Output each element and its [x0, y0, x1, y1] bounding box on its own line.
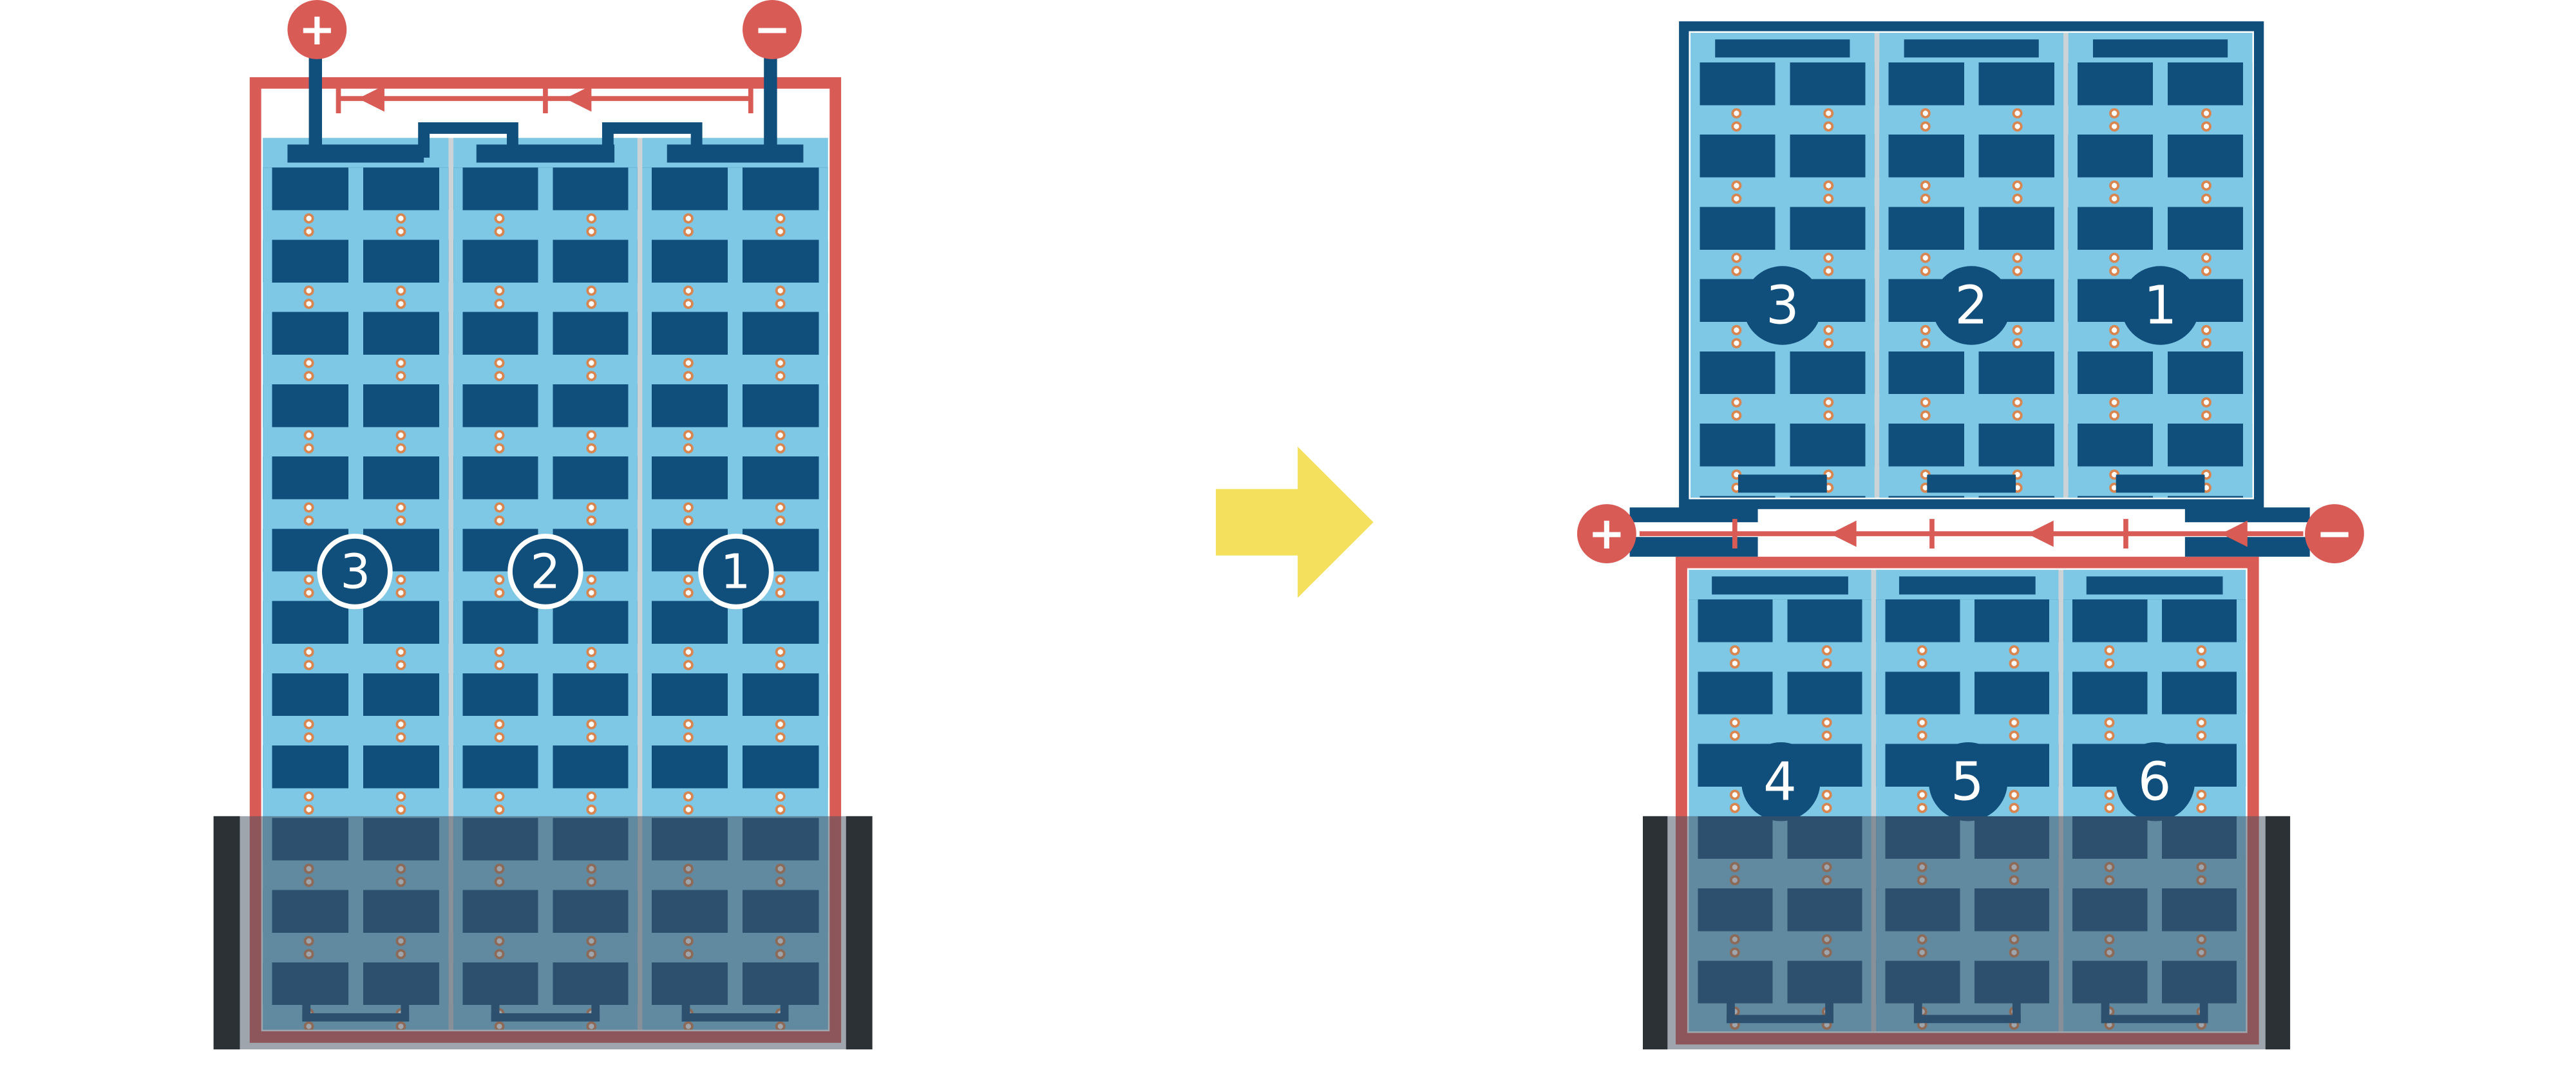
- busbar-icon: [2092, 39, 2229, 58]
- shade-post-right: [846, 816, 873, 1050]
- series-wiring-icon: [1639, 519, 2304, 549]
- module-number-badge: 2: [1931, 266, 2011, 345]
- shade-post-right: [2265, 816, 2291, 1050]
- module-number-badge: 1: [697, 534, 773, 610]
- module-column: 1: [2068, 33, 2253, 498]
- busbar-icon: [2087, 576, 2222, 595]
- busbar-icon: [1900, 576, 2035, 595]
- series-wiring-icon: [336, 84, 753, 158]
- module-number-badge: 2: [507, 534, 583, 610]
- junction-connector-icon: [1629, 507, 1758, 523]
- busbar-icon: [1714, 39, 1851, 58]
- minus-terminal: −: [2305, 504, 2364, 563]
- shade-overlay: [1643, 816, 2291, 1050]
- busbar-icon: [1712, 576, 1848, 595]
- minus-terminal-stem: [764, 49, 777, 151]
- busbar-icon: [1903, 39, 2040, 58]
- busbar-icon: [667, 144, 804, 163]
- top-panel-frame: 3 2 1: [1679, 21, 2264, 509]
- module-number-badge: 1: [2121, 266, 2200, 345]
- module-number-badge: 3: [317, 534, 393, 610]
- module-number-badge: 4: [1740, 742, 1820, 821]
- shade-overlay: [213, 816, 873, 1050]
- busbar-icon: [2116, 474, 2205, 493]
- module-number-badge: 5: [1927, 742, 2007, 821]
- module-number-badge: 3: [1743, 266, 1823, 345]
- busbar-icon: [1738, 474, 1827, 493]
- plus-terminal: +: [287, 0, 347, 59]
- junction-connector-icon: [2184, 507, 2310, 523]
- plus-terminal: +: [1577, 504, 1636, 563]
- busbar-icon: [477, 144, 614, 163]
- plus-terminal-stem: [308, 49, 322, 151]
- busbar-icon: [1927, 474, 2016, 493]
- shade-post-left: [213, 816, 240, 1050]
- cell-array: 3 2 1: [1690, 33, 2253, 498]
- minus-terminal: −: [743, 0, 802, 59]
- module-column: 3: [1690, 33, 1875, 498]
- module-number-badge: 6: [2115, 742, 2194, 821]
- module-column: 2: [1879, 33, 2064, 498]
- shade-post-left: [1643, 816, 1668, 1050]
